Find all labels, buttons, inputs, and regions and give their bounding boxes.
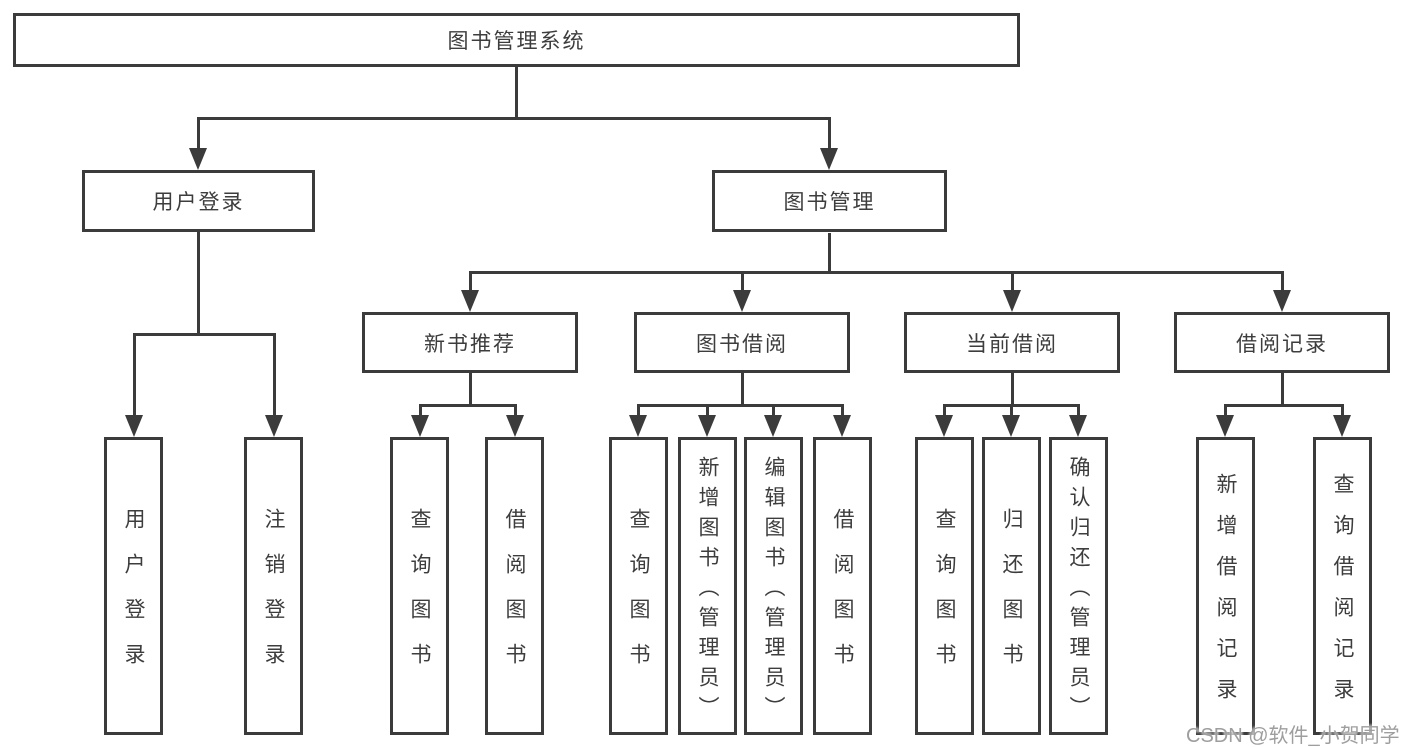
node-new-book-recommend: 新书推荐 bbox=[362, 312, 578, 373]
arrowhead-icon bbox=[833, 415, 851, 437]
node-label: 确认归还（管理员） bbox=[1067, 455, 1090, 726]
node-label: 编辑图书（管理员） bbox=[762, 455, 785, 726]
node-current-borrow: 当前借阅 bbox=[904, 312, 1120, 373]
connector-line bbox=[197, 117, 200, 153]
connector-line bbox=[197, 117, 831, 120]
connector-line bbox=[469, 271, 1284, 274]
node-book-management: 图书管理 bbox=[712, 170, 947, 232]
leaf-query-books-borrow: 查询图书 bbox=[609, 437, 668, 735]
connector-line bbox=[469, 271, 472, 295]
arrowhead-icon bbox=[698, 415, 716, 437]
connector-line bbox=[1224, 404, 1344, 407]
arrowhead-icon bbox=[1333, 415, 1351, 437]
leaf-query-books-recommend: 查询图书 bbox=[390, 437, 449, 735]
connector-line bbox=[637, 404, 640, 418]
node-label: 注销登录 bbox=[262, 508, 285, 688]
connector-line bbox=[197, 232, 200, 336]
node-label: 新增图书（管理员） bbox=[696, 455, 719, 726]
arrowhead-icon bbox=[506, 415, 524, 437]
connector-line bbox=[515, 66, 518, 120]
node-label: 借阅记录 bbox=[1236, 332, 1328, 356]
arrowhead-icon bbox=[265, 415, 283, 437]
node-label: 用户登录 bbox=[152, 191, 245, 214]
connector-line bbox=[828, 117, 831, 153]
node-root-library-system: 图书管理系统 bbox=[13, 13, 1020, 67]
leaf-user-login: 用户登录 bbox=[104, 437, 163, 735]
arrowhead-icon bbox=[1002, 415, 1020, 437]
node-label: 借阅图书 bbox=[503, 508, 526, 688]
connector-line bbox=[419, 404, 422, 418]
leaf-return-books: 归还图书 bbox=[982, 437, 1041, 735]
leaf-add-borrow-record: 新增借阅记录 bbox=[1196, 437, 1255, 735]
node-label: 用户登录 bbox=[122, 508, 145, 688]
node-label: 查询图书 bbox=[627, 508, 650, 688]
connector-line bbox=[841, 404, 844, 418]
arrowhead-icon bbox=[629, 415, 647, 437]
connector-line bbox=[1281, 373, 1284, 407]
connector-line bbox=[1077, 404, 1080, 418]
arrowhead-icon bbox=[125, 415, 143, 437]
connector-line bbox=[1011, 271, 1014, 295]
arrowhead-icon bbox=[733, 290, 751, 312]
connector-line bbox=[469, 373, 472, 407]
arrowhead-icon bbox=[411, 415, 429, 437]
arrowhead-icon bbox=[1216, 415, 1234, 437]
connector-line bbox=[1224, 404, 1227, 418]
node-label: 当前借阅 bbox=[966, 332, 1058, 356]
connector-line bbox=[1341, 404, 1344, 418]
connector-line bbox=[772, 404, 775, 418]
node-label: 查询图书 bbox=[933, 508, 956, 688]
node-label: 新书推荐 bbox=[424, 332, 516, 356]
csdn-watermark: CSDN @软件_小贺同学 bbox=[1186, 725, 1400, 747]
node-label: 查询图书 bbox=[408, 508, 431, 688]
node-label: 借阅图书 bbox=[831, 508, 854, 688]
connector-line bbox=[419, 404, 516, 407]
node-borrow-records: 借阅记录 bbox=[1174, 312, 1390, 373]
node-label: 图书管理系统 bbox=[447, 30, 586, 53]
leaf-edit-books-admin: 编辑图书（管理员） bbox=[744, 437, 803, 735]
connector-line bbox=[1010, 404, 1013, 418]
node-label: 查询借阅记录 bbox=[1331, 473, 1354, 719]
node-book-borrow: 图书借阅 bbox=[634, 312, 850, 373]
leaf-confirm-return-admin: 确认归还（管理员） bbox=[1049, 437, 1108, 735]
connector-line bbox=[741, 373, 744, 407]
connector-line bbox=[943, 404, 946, 418]
connector-line bbox=[741, 271, 744, 295]
leaf-logout: 注销登录 bbox=[244, 437, 303, 735]
node-label: 图书管理 bbox=[783, 191, 876, 214]
arrowhead-icon bbox=[1003, 290, 1021, 312]
connector-line bbox=[273, 333, 276, 419]
arrowhead-icon bbox=[189, 148, 207, 170]
arrowhead-icon bbox=[764, 415, 782, 437]
leaf-query-books-current: 查询图书 bbox=[915, 437, 974, 735]
arrowhead-icon bbox=[461, 290, 479, 312]
node-label: 新增借阅记录 bbox=[1214, 473, 1237, 719]
leaf-borrow-books-recommend: 借阅图书 bbox=[485, 437, 544, 735]
leaf-borrow-books: 借阅图书 bbox=[813, 437, 872, 735]
leaf-add-books-admin: 新增图书（管理员） bbox=[678, 437, 737, 735]
connector-line bbox=[1011, 373, 1014, 407]
connector-line bbox=[514, 404, 517, 418]
connector-line bbox=[133, 333, 136, 419]
connector-line bbox=[133, 333, 276, 336]
arrowhead-icon bbox=[1273, 290, 1291, 312]
arrowhead-icon bbox=[1069, 415, 1087, 437]
node-user-login: 用户登录 bbox=[82, 170, 315, 232]
leaf-query-borrow-record: 查询借阅记录 bbox=[1313, 437, 1372, 735]
node-label: 归还图书 bbox=[1000, 508, 1023, 688]
arrowhead-icon bbox=[820, 148, 838, 170]
arrowhead-icon bbox=[935, 415, 953, 437]
connector-line bbox=[637, 404, 844, 407]
connector-line bbox=[706, 404, 709, 418]
node-label: 图书借阅 bbox=[696, 332, 788, 356]
connector-line bbox=[828, 233, 831, 274]
connector-line bbox=[1281, 271, 1284, 295]
